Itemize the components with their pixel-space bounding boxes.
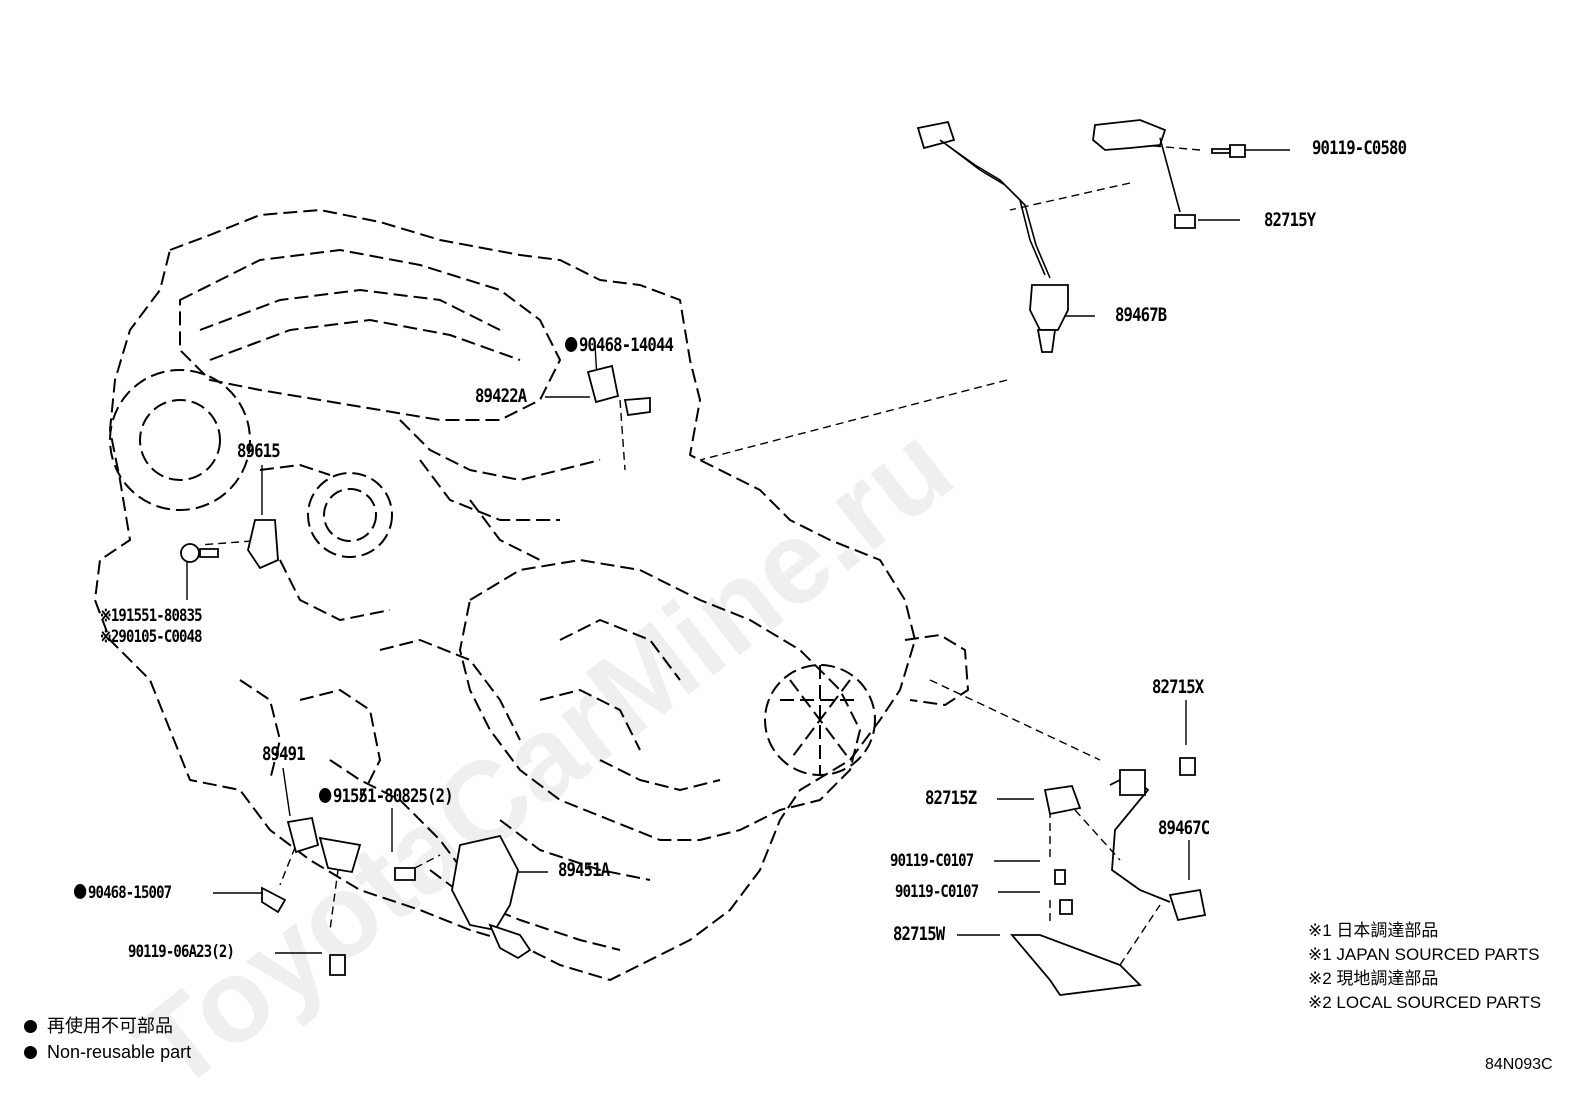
- label-90468-15007-text: 90468-15007: [87, 883, 172, 903]
- label-91551-80835-text: 91551-80835: [118, 606, 202, 626]
- sensor-89467c: [1168, 888, 1207, 922]
- label-89467c: 89467C: [1158, 817, 1210, 839]
- label-90105-c0048-text: 90105-C0048: [118, 627, 202, 647]
- legend-japanese: 再使用不可部品: [24, 1017, 173, 1035]
- label-89467b: 89467B: [1115, 304, 1167, 326]
- label-82715w: 82715W: [893, 923, 945, 945]
- note-2-japanese: ※2 現地調達部品: [1308, 969, 1439, 988]
- note-1-english: ※1 JAPAN SOURCED PARTS: [1308, 945, 1540, 964]
- transaxle-housing: [459, 559, 861, 841]
- label-90468-14044: 90468-14044: [565, 334, 674, 356]
- label-82715x: 82715X: [1152, 676, 1204, 698]
- label-90119-c0107-lower: 90119-C0107: [895, 882, 979, 902]
- legend-english: Non-reusable part: [24, 1043, 191, 1061]
- label-89422a: 89422A: [475, 385, 527, 407]
- note1-mark: ※1: [100, 606, 119, 626]
- label-90119-c0107-upper: 90119-C0107: [890, 851, 974, 871]
- switch-89451a: [451, 834, 519, 932]
- label-89491: 89491: [262, 743, 306, 765]
- label-91551-80825-text: 91551-80825(2): [332, 785, 454, 807]
- note2-mark: ※2: [100, 627, 119, 647]
- non-reusable-dot-icon: [565, 337, 578, 352]
- cylinder-head: [179, 249, 561, 421]
- legend-dot-icon: [24, 1046, 37, 1059]
- non-reusable-dot-icon: [319, 788, 332, 803]
- label-90468-14044-text: 90468-14044: [578, 334, 674, 356]
- label-90119-06a23: 90119-06A23(2): [128, 942, 235, 962]
- note-2-english: ※2 LOCAL SOURCED PARTS: [1308, 993, 1542, 1012]
- bracket-82715z: [1043, 785, 1082, 816]
- label-82715y: 82715Y: [1264, 209, 1316, 231]
- label-90468-15007: 90468-15007: [74, 883, 172, 903]
- label-91551-80825: 91551-80825(2): [319, 785, 454, 807]
- non-reusable-dot-icon: [74, 884, 87, 899]
- label-90119-c0580: 90119-C0580: [1312, 137, 1407, 159]
- note-1-japanese: ※1 日本調達部品: [1308, 921, 1439, 940]
- bracket-82715y: [1092, 119, 1167, 151]
- diagram-code: 84N093C: [1485, 1056, 1553, 1073]
- bracket-82715w: [1010, 934, 1142, 996]
- legend-japanese-text: 再使用不可部品: [47, 1016, 173, 1036]
- engine-outline: [94, 209, 916, 981]
- sensor-89422a: [586, 364, 620, 404]
- sensor-89491: [286, 816, 320, 854]
- label-89451a: 89451A: [558, 859, 610, 881]
- label-82715z: 82715Z: [925, 787, 977, 809]
- sensor-89467b: [1029, 284, 1069, 331]
- label-91551-80835: ※191551-80835: [100, 606, 203, 626]
- sensor-89615: [247, 519, 279, 570]
- legend-dot-icon: [24, 1020, 37, 1033]
- label-89615: 89615: [237, 440, 281, 462]
- label-90105-c0048: ※290105-C0048: [100, 627, 203, 647]
- legend-english-text: Non-reusable part: [47, 1042, 192, 1062]
